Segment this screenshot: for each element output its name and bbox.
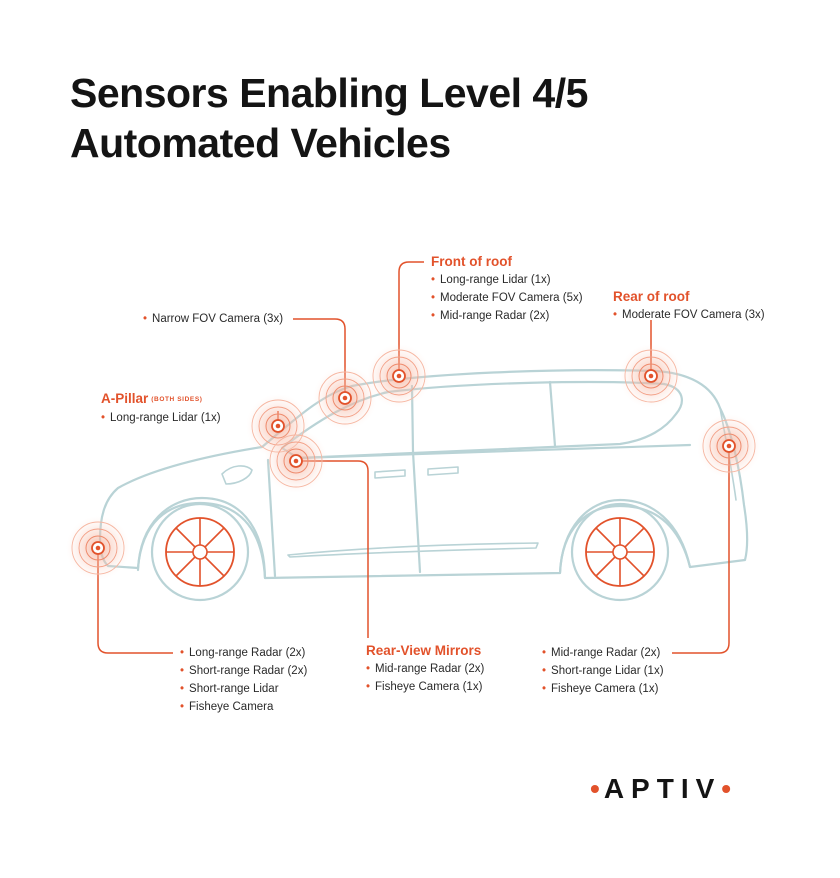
c-pillar	[548, 380, 557, 448]
list-item: Narrow FOV Camera (3x)	[143, 310, 283, 328]
rear-wheel-arch	[558, 498, 692, 575]
rear-wheel	[570, 502, 670, 602]
front-door-handle	[374, 469, 406, 479]
side-trim	[287, 542, 539, 558]
label-rear: Mid-range Radar (2x) Short-range Lidar (…	[542, 644, 664, 698]
title-line-1: Sensors Enabling Level 4/5	[70, 70, 588, 116]
list-item: Fisheye Camera	[180, 698, 307, 716]
list-item: Moderate FOV Camera (5x)	[431, 289, 583, 307]
a-pillar-title: A-Pillar	[101, 391, 149, 406]
front-wheel-arch	[136, 496, 267, 580]
leader-mirrors	[296, 460, 369, 638]
sliding-door-track	[296, 443, 692, 460]
rear-door-handle	[427, 466, 459, 476]
headlight	[221, 465, 253, 485]
sensor-rear	[697, 414, 761, 478]
leader-front-roof	[398, 261, 424, 376]
leader-front-bumper	[97, 548, 173, 654]
sensor-narrow-camera	[313, 366, 377, 430]
list-item: Short-range Radar (2x)	[180, 662, 307, 680]
aptiv-logo: •APTIV•	[590, 773, 735, 805]
sensor-front-bumper	[66, 516, 130, 580]
label-front-bumper: Long-range Radar (2x) Short-range Radar …	[180, 644, 307, 716]
list-item: Long-range Lidar (1x)	[431, 271, 583, 289]
title-line-2: Automated Vehicles	[70, 120, 451, 166]
sensor-front-roof	[367, 344, 431, 408]
page-title: Sensors Enabling Level 4/5 Automated Veh…	[70, 68, 588, 168]
front-wheel	[150, 502, 250, 602]
list-item: Short-range Lidar (1x)	[542, 662, 664, 680]
leader-rear	[672, 446, 730, 654]
sensor-rear-roof	[619, 344, 683, 408]
rocker-panel	[264, 572, 561, 579]
label-a-pillar: A-Pillar(BOTH SIDES) Long-range Lidar (1…	[101, 390, 221, 427]
a-pillar-heading: A-Pillar(BOTH SIDES)	[101, 390, 221, 409]
label-narrow-camera: Narrow FOV Camera (3x)	[143, 310, 283, 328]
label-front-roof: Front of roof Long-range Lidar (1x) Mode…	[431, 253, 583, 325]
list-item: Moderate FOV Camera (3x)	[613, 306, 765, 324]
sensor-mirrors	[264, 429, 328, 493]
list-item: Long-range Radar (2x)	[180, 644, 307, 662]
list-item: Fisheye Camera (1x)	[542, 680, 664, 698]
label-mirrors: Rear-View Mirrors Mid-range Radar (2x) F…	[366, 642, 484, 696]
logo-dot-right: •	[721, 773, 736, 804]
a-pillar-note: (BOTH SIDES)	[151, 396, 203, 403]
front-roof-heading: Front of roof	[431, 254, 512, 269]
logo-dot-left: •	[590, 773, 604, 804]
list-item: Mid-range Radar (2x)	[542, 644, 664, 662]
logo-text: APTIV	[603, 773, 722, 804]
list-item: Mid-range Radar (2x)	[366, 660, 484, 678]
leader-narrow-camera	[293, 318, 346, 398]
rear-roof-heading: Rear of roof	[613, 289, 690, 304]
list-item: Short-range Lidar	[180, 680, 307, 698]
list-item: Long-range Lidar (1x)	[101, 409, 221, 427]
list-item: Mid-range Radar (2x)	[431, 307, 583, 325]
list-item: Fisheye Camera (1x)	[366, 678, 484, 696]
mirrors-heading: Rear-View Mirrors	[366, 643, 482, 658]
label-rear-roof: Rear of roof Moderate FOV Camera (3x)	[613, 288, 765, 324]
